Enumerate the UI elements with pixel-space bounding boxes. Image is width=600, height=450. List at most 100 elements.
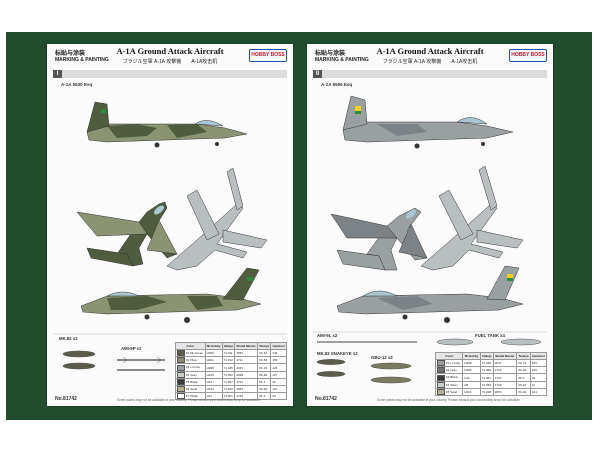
stores-panel: [313, 331, 547, 384]
color-cell: F5 Sand: [434, 387, 464, 397]
stores-panel: [53, 333, 287, 371]
color-number: F6: [185, 387, 190, 392]
instruction-sheet-camo: 标贴与涂装 MARKING & PAINTING A-1A Ground Att…: [47, 44, 293, 406]
paint-code-cell: XF-1: [256, 377, 272, 387]
color-number: F2: [445, 368, 450, 373]
col-header: Mr.Hobby: [204, 342, 223, 350]
paint-code-cell: 34: [270, 392, 287, 401]
marking-label: MARKING & PAINTING: [55, 57, 109, 63]
paint-code-cell: XF-60: [516, 387, 531, 397]
color-table: Color Mr.Hobby Vallejo Model Master Tami…: [434, 352, 548, 397]
color-cell: F7 White: [175, 392, 206, 401]
col-header: Humbrol: [529, 352, 548, 360]
color-swatch: [177, 364, 185, 371]
color-swatch: [437, 381, 445, 388]
paint-code-cell: H308: [204, 363, 223, 372]
paint-code-cell: XF-19: [516, 358, 531, 368]
paint-code-cell: H313: [204, 385, 223, 394]
variant-label: A-1A 5530 Esq: [61, 82, 93, 87]
paint-code-cell: H8: [462, 380, 481, 389]
paint-code-cell: 1747: [492, 373, 518, 382]
paint-code-cell: 2052: [234, 348, 258, 358]
top-view-plan: [330, 207, 428, 271]
paint-code-cell: 1711: [234, 356, 258, 365]
paint-footnote: Some paints may not be available in your…: [117, 398, 261, 402]
chinese-title: 标贴与涂装: [55, 51, 86, 57]
paint-code-cell: 155: [270, 356, 287, 365]
paint-code-cell: 71.045: [221, 363, 236, 372]
color-cell: F6 Sand: [175, 385, 206, 394]
color-table-header: Color Mr.Hobby Vallejo Model Master Tami…: [434, 352, 548, 360]
color-swatch: [177, 379, 185, 386]
paint-code-cell: XF-58: [256, 356, 272, 365]
top-view-plan: [76, 201, 178, 267]
color-name: Sand: [450, 389, 458, 394]
paint-code-cell: 71.028: [221, 385, 236, 394]
col-header: Model Master: [234, 342, 258, 350]
color-swatch: [177, 357, 185, 364]
side-view-bottom: [80, 267, 262, 323]
side-view-top: [342, 95, 514, 149]
color-table: Color Mr.Hobby Vallejo Model Master Tami…: [175, 342, 287, 401]
kit-code: No.81742: [55, 396, 77, 402]
color-cell: F4 Silver: [434, 380, 464, 389]
kit-code: No.81742: [315, 396, 337, 402]
color-table-header: Color Mr.Hobby Vallejo Model Master Tami…: [175, 342, 287, 350]
sheet-title: A-1A Ground Attack Aircraft: [376, 46, 484, 56]
color-name: Silver: [450, 382, 458, 387]
paint-code-cell: XF-60: [256, 385, 272, 394]
col-header: Tamiya: [516, 352, 531, 360]
color-cell: F3 Lt Gray: [175, 363, 206, 372]
paint-code-cell: 71.057: [221, 377, 236, 387]
color-cell: F2 Olive: [175, 356, 206, 365]
color-number: F1: [185, 351, 190, 355]
paint-code-cell: 2054: [492, 387, 518, 397]
side-view-bottom: [336, 265, 524, 323]
sheet-header: 标贴与涂装 MARKING & PAINTING A-1A Ground Att…: [47, 44, 293, 70]
paint-code-cell: 71.045: [479, 358, 494, 368]
paint-code-cell: H305: [462, 366, 481, 375]
col-header: Color: [434, 352, 464, 360]
aircraft-drawings: [53, 101, 287, 371]
color-number: F3: [185, 365, 190, 370]
paint-code-cell: 71.050: [479, 366, 494, 375]
hobbyboss-logo: HOBBY BOSS: [509, 49, 547, 62]
paint-code-cell: 11: [529, 380, 548, 389]
instruction-sheet-gray: 标贴与涂装 MARKING & PAINTING A-1A Ground Att…: [307, 44, 553, 406]
paint-code-cell: 121: [529, 387, 548, 397]
col-header: Model Master: [492, 352, 518, 360]
paint-code-cell: 121: [270, 385, 287, 394]
paint-code-cell: XF-2: [256, 392, 272, 401]
color-number: F7: [185, 394, 190, 399]
color-swatch: [177, 386, 185, 393]
color-number: F1: [445, 361, 450, 365]
paint-code-cell: H309: [204, 348, 223, 358]
color-cell: F1 Lt Gray: [434, 358, 464, 368]
col-header: Tamiya: [256, 342, 272, 350]
color-name: Black: [190, 379, 198, 384]
step-bar: I: [53, 70, 287, 78]
color-swatch: [437, 389, 445, 396]
paint-code-cell: XF-62: [256, 348, 272, 358]
variant-label: A-1A 5506 Esq: [321, 82, 353, 87]
store-label: MK.82 x2: [59, 336, 78, 341]
paint-code-cell: XF-80: [256, 370, 272, 379]
paint-code-cell: 126: [270, 363, 287, 372]
paint-code-cell: XF-1: [516, 373, 531, 382]
store-label: GBU-12 x2: [371, 355, 393, 360]
store-label: AIM-9L x2: [317, 333, 338, 338]
color-number: F2: [185, 358, 190, 363]
color-cell: F1 Dk Green: [175, 348, 206, 358]
paint-code-cell: 33: [270, 377, 287, 387]
color-number: F4: [445, 382, 450, 387]
color-number: F3: [445, 375, 450, 380]
paint-footnote: Some paints may not be available in your…: [377, 398, 521, 402]
